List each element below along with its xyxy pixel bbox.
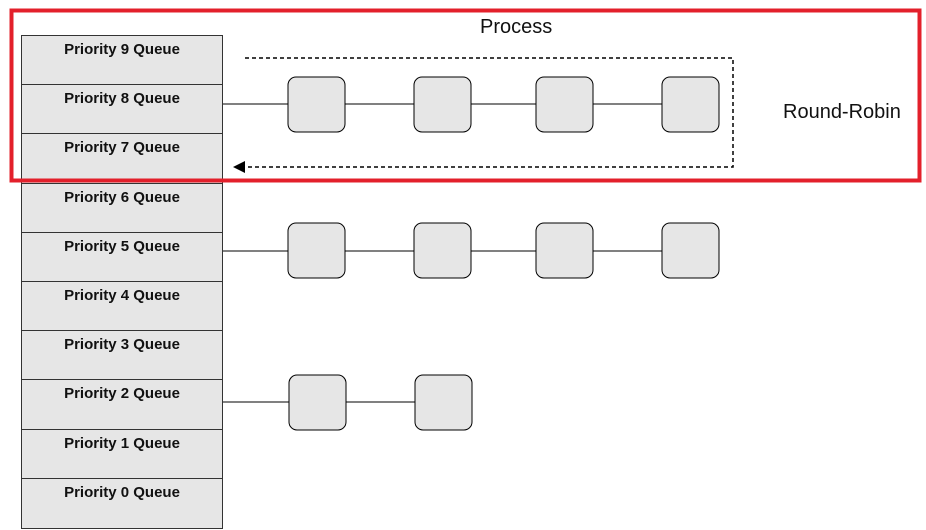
queue-row-priority-3: Priority 3 Queue [22, 331, 222, 381]
queue-row-priority-1: Priority 1 Queue [22, 430, 222, 479]
queue-label: Priority 1 Queue [64, 434, 180, 452]
process-chain-priority-8 [223, 76, 720, 133]
queue-row-priority-2: Priority 2 Queue [22, 380, 222, 430]
queue-label: Priority 9 Queue [64, 41, 180, 58]
queue-label: Priority 5 Queue [64, 237, 180, 255]
process-chain-priority-2 [223, 374, 473, 431]
queue-row-priority-6: Priority 6 Queue [22, 184, 222, 233]
process-node [535, 76, 594, 133]
queue-row-priority-5: Priority 5 Queue [22, 233, 222, 282]
queue-label: Priority 3 Queue [64, 336, 180, 354]
process-node [287, 76, 346, 133]
queue-row-priority-4: Priority 4 Queue [22, 282, 222, 332]
queue-row-priority-7: Priority 7 Queue [22, 134, 222, 184]
queue-row-priority-8: Priority 8 Queue [22, 85, 222, 135]
queue-label: Priority 4 Queue [64, 286, 180, 304]
queue-label: Priority 2 Queue [64, 385, 180, 403]
process-chain-priority-5 [223, 222, 720, 279]
process-label: Process [480, 16, 553, 38]
process-node [661, 222, 720, 279]
queue-row-priority-0: Priority 0 Queue [22, 479, 222, 528]
process-node [413, 222, 472, 279]
round-robin-label: Round-Robin [783, 101, 901, 123]
queue-row-priority-9: Priority 9 Queue [22, 36, 222, 86]
priority-queue-stack: Priority 9 Queue Priority 8 Queue Priori… [21, 35, 223, 529]
process-node [661, 76, 720, 133]
queue-label: Priority 8 Queue [64, 90, 180, 108]
process-node [535, 222, 594, 279]
queue-label: Priority 7 Queue [64, 139, 180, 157]
round-robin-highlight-box [9, 8, 922, 183]
process-node [288, 374, 347, 431]
queue-label: Priority 6 Queue [64, 188, 180, 206]
round-robin-loop-arrow [233, 57, 734, 173]
process-node [287, 222, 346, 279]
queue-label: Priority 0 Queue [64, 483, 180, 501]
process-node [413, 76, 472, 133]
process-node [414, 374, 473, 431]
